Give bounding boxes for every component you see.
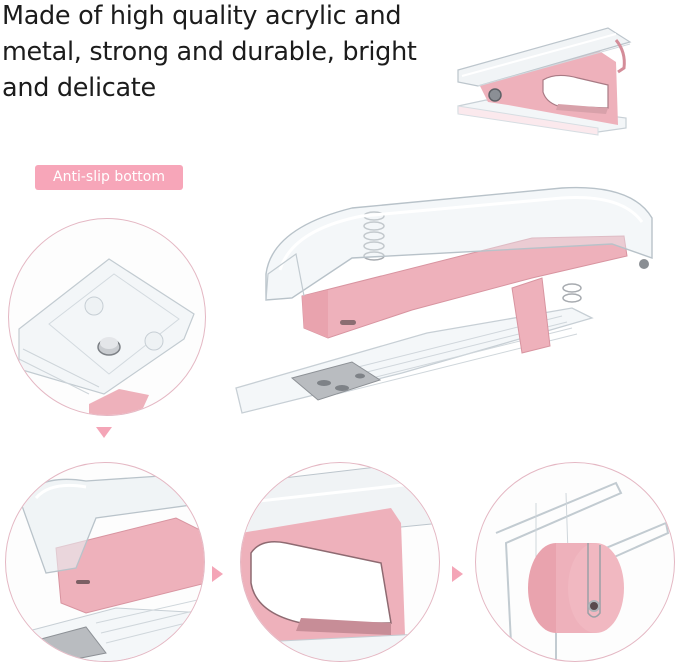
- staple-remover-image: [448, 10, 648, 145]
- arrow-down-icon: [96, 427, 112, 438]
- headline-text: Made of high quality acrylic and metal, …: [2, 1, 417, 103]
- arrow-right-icon: [212, 566, 223, 582]
- detail-circle-stapler-head: [5, 462, 205, 662]
- detail-circle-remover-jaw: [240, 462, 440, 662]
- stapler-image: [232, 178, 662, 428]
- arrow-right-icon: [452, 566, 463, 582]
- detail-circle-anti-slip-bottom: [8, 218, 206, 416]
- detail-circle-tape-roller: [475, 462, 675, 662]
- anti-slip-bottom-badge: Anti-slip bottom: [35, 165, 183, 190]
